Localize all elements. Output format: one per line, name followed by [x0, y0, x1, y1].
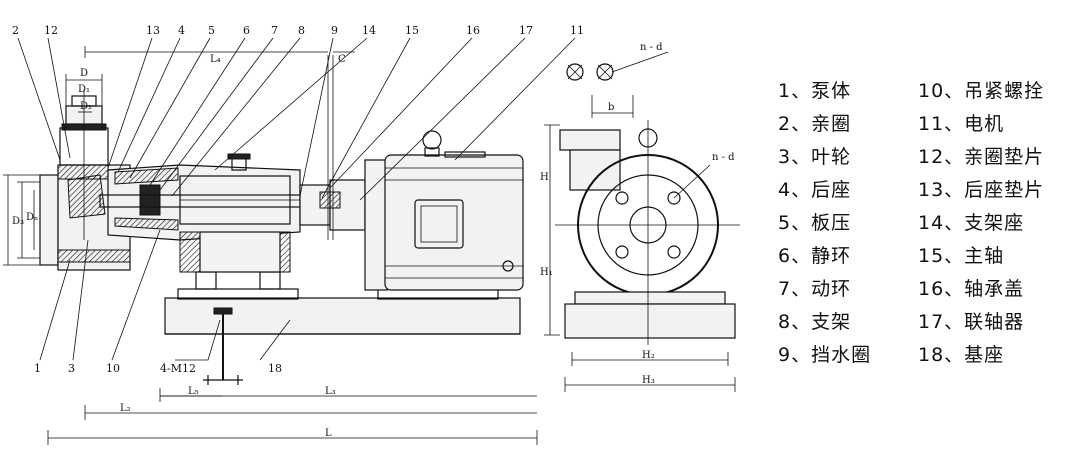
dimension-lines [3, 46, 736, 445]
end-view [555, 51, 740, 345]
callout-18: 18 [268, 362, 282, 375]
legend-item: 10、吊紧螺拴 [918, 80, 1045, 102]
dim-H3: H₃ [642, 375, 655, 386]
legend-item: 15、主轴 [918, 245, 1005, 267]
dim-H: H [540, 172, 549, 183]
legend-item: 5、板压 [778, 212, 852, 234]
callout-10: 10 [106, 362, 120, 375]
dim-D1: D₁ [78, 84, 90, 95]
dim-L: L [325, 428, 332, 439]
callout-14: 14 [362, 24, 376, 37]
callout-17: 17 [519, 24, 533, 37]
dimension-labels: D D₁ D₂ D₃ Dₙ L₄ C L₅ L₃ L₂ L H H₁ H₂ H₃… [12, 42, 735, 439]
dim-H2: H₂ [642, 350, 655, 361]
dim-nd-top: n - d [640, 42, 663, 53]
foundation-bolt [203, 307, 243, 385]
legend-item: 18、基座 [918, 344, 1005, 366]
legend-item: 14、支架座 [918, 212, 1025, 234]
callout-labels: 2 12 13 4 5 6 7 8 9 14 15 16 17 11 1 3 1… [12, 24, 584, 375]
dim-L5: L₅ [188, 386, 199, 397]
dim-DN: Dₙ [26, 212, 38, 223]
callout-2: 2 [12, 24, 19, 37]
legend-item: 8、支架 [778, 311, 852, 333]
dim-D3: D₃ [12, 216, 24, 227]
callout-7: 7 [271, 24, 278, 37]
dim-nd-face: n - d [712, 152, 735, 163]
dim-b: b [608, 102, 614, 113]
callout-leaders [17, 37, 576, 361]
legend-item: 13、后座垫片 [918, 179, 1045, 201]
dim-H1: H₁ [540, 267, 553, 278]
legend-item: 6、静环 [778, 245, 852, 267]
dim-L3: L₃ [325, 386, 336, 397]
legend-item: 17、联轴器 [918, 311, 1025, 333]
callout-16: 16 [466, 24, 480, 37]
callout-bolt: 4-M12 [160, 362, 196, 375]
callout-13: 13 [146, 24, 160, 37]
callout-9: 9 [331, 24, 338, 37]
dim-D2: D₂ [80, 101, 92, 112]
legend-item: 16、轴承盖 [918, 278, 1025, 300]
legend-item: 1、泵体 [778, 80, 852, 102]
callout-4: 4 [178, 24, 185, 37]
legend-item: 12、亲圈垫片 [918, 146, 1045, 168]
legend-item: 11、电机 [918, 113, 1005, 135]
callout-5: 5 [208, 24, 215, 37]
motor-side-view [364, 130, 524, 291]
legend-item: 3、叶轮 [778, 146, 852, 168]
shaft-and-coupling [99, 55, 371, 240]
dim-D: D [80, 68, 88, 79]
dim-L2: L₂ [120, 403, 131, 414]
legend-item: 7、动环 [778, 278, 852, 300]
callout-3: 3 [68, 362, 75, 375]
callout-11: 11 [570, 24, 584, 37]
pump-assembly-drawing: 2 12 13 4 5 6 7 8 9 14 15 16 17 11 1 3 1… [3, 24, 740, 445]
callout-15: 15 [405, 24, 419, 37]
callout-12: 12 [44, 24, 58, 37]
callout-8: 8 [298, 24, 305, 37]
legend-item: 2、亲圈 [778, 113, 852, 135]
bracket-side-view [107, 153, 301, 273]
callout-1: 1 [34, 362, 41, 375]
legend-item: 9、挡水圈 [778, 344, 872, 366]
dim-C: C [338, 54, 346, 65]
dim-L4: L₄ [210, 54, 221, 65]
callout-6: 6 [243, 24, 250, 37]
legend-item: 4、后座 [778, 179, 852, 201]
